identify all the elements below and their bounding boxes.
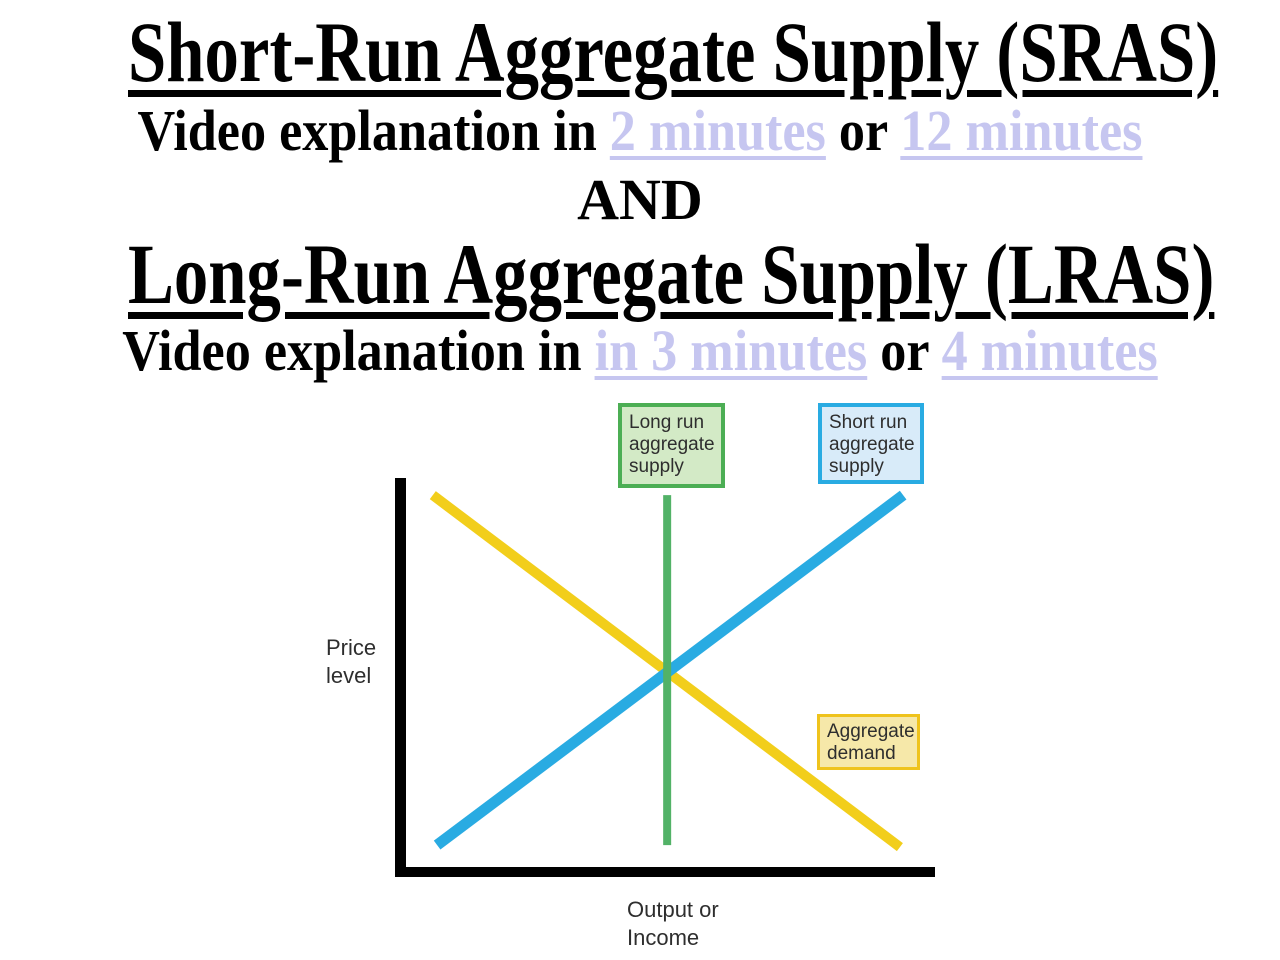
- video-line-lras-prefix: Video explanation in: [122, 318, 595, 383]
- as-ad-chart-svg: [395, 478, 935, 877]
- video-line-sras: Video explanation in 2 minutes or 12 min…: [64, 100, 1216, 162]
- video-line-lras: Video explanation in in 3 minutes or 4 m…: [64, 320, 1216, 382]
- page-title-lras-text: Long-Run Aggregate Supply (LRAS): [128, 226, 1215, 322]
- page-title-sras-text: Short-Run Aggregate Supply (SRAS): [128, 4, 1219, 100]
- y-axis-label: Price level: [326, 635, 377, 688]
- connector-and: AND: [0, 170, 1280, 230]
- page-title-lras: Long-Run Aggregate Supply (LRAS): [128, 226, 1214, 322]
- sras-label-box: Short run aggregate supply: [818, 403, 924, 484]
- video-line-lras-or: or: [867, 318, 942, 383]
- connector-and-text: AND: [577, 167, 703, 232]
- sras-2-minutes-link[interactable]: 2 minutes: [609, 98, 826, 163]
- page-title-sras: Short-Run Aggregate Supply (SRAS): [128, 4, 1218, 100]
- as-ad-chart: Long run aggregate supply Short run aggr…: [300, 392, 960, 960]
- y-axis: [395, 478, 406, 877]
- lras-label-box: Long run aggregate supply: [618, 403, 725, 488]
- x-axis: [395, 867, 935, 877]
- lras-3-minutes-link[interactable]: in 3 minutes: [594, 318, 868, 383]
- aggregate-demand-label-box: Aggregate demand: [817, 714, 920, 770]
- lras-4-minutes-link[interactable]: 4 minutes: [941, 318, 1158, 383]
- video-line-sras-or: or: [825, 98, 901, 163]
- x-axis-label: Output or Income: [627, 897, 719, 950]
- sras-12-minutes-link[interactable]: 12 minutes: [900, 98, 1143, 163]
- video-line-sras-prefix: Video explanation in: [137, 98, 610, 163]
